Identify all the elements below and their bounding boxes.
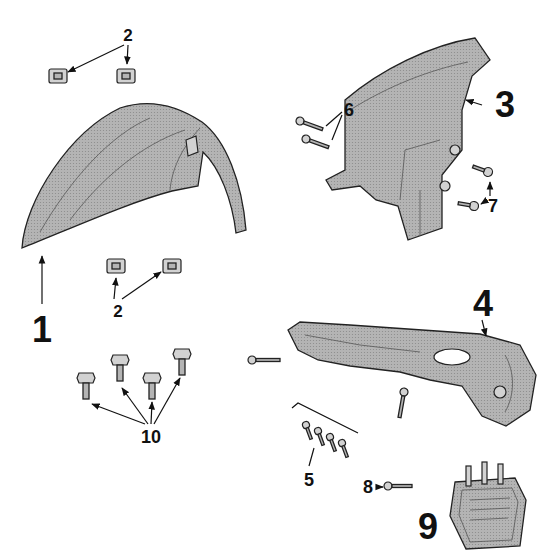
leader-lines [42, 45, 490, 487]
callout-number: 3 [495, 87, 515, 123]
rear-hugger [326, 38, 490, 240]
screws-5 [292, 403, 358, 458]
fender-screws [248, 356, 409, 418]
callout-number: 2 [123, 27, 132, 44]
inner-rear-fender [288, 322, 536, 426]
callout-number: 6 [344, 101, 354, 119]
screws-6 [295, 116, 330, 151]
callout-number: 9 [418, 509, 438, 545]
reflector [450, 462, 526, 549]
callout-number: 2 [113, 303, 122, 320]
callout-number: 1 [32, 312, 52, 348]
callout-number: 5 [304, 471, 314, 489]
speed-nut-clips [49, 69, 181, 273]
screw-8 [384, 482, 412, 490]
callout-number: 10 [141, 428, 161, 446]
callout-number: 7 [488, 197, 498, 215]
callout-number: 4 [473, 286, 493, 322]
flange-bolts [77, 349, 191, 399]
front-fender [22, 104, 246, 248]
callout-number: 8 [363, 478, 373, 496]
